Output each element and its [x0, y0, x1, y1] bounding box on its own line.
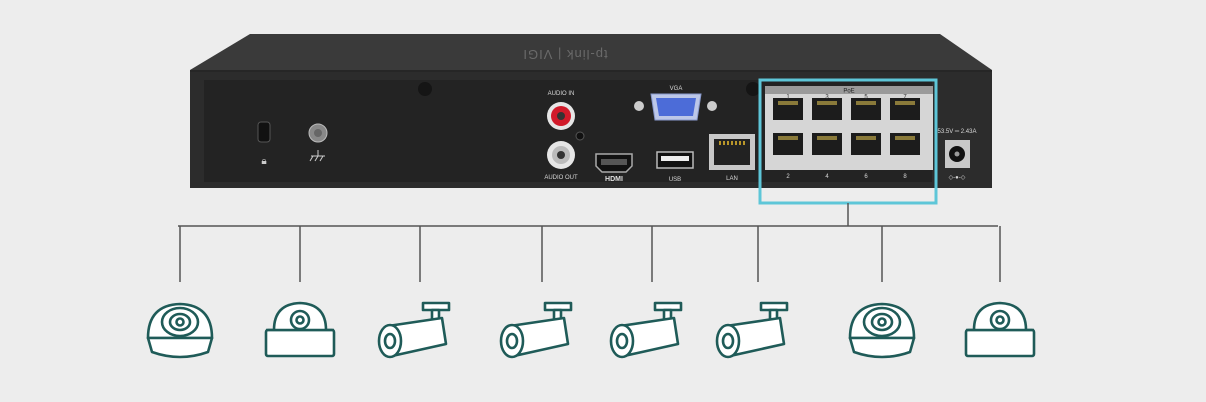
poe-port-number: 7: [903, 95, 907, 101]
bullet-camera-icon: [715, 301, 789, 359]
audio-out-label: AUDIO OUT: [544, 175, 578, 181]
turret-camera-icon: [264, 301, 336, 358]
power-rating-label: 53.5V ═ 2.43A: [938, 129, 977, 135]
poe-port-number: 8: [903, 174, 907, 180]
poe-port-5[interactable]: [851, 98, 881, 120]
poe-label: PoE: [843, 89, 854, 95]
ground-symbol-icon: [309, 150, 325, 162]
poe-port-6[interactable]: [851, 133, 881, 155]
vga-label: VGA: [670, 86, 683, 92]
screw-icon: [418, 82, 432, 96]
dome-camera-icon: [848, 302, 916, 359]
hdmi-label: HDMI: [605, 176, 623, 183]
poe-port-4[interactable]: [812, 133, 842, 155]
bullet-camera-icon: [609, 301, 683, 359]
poe-port-number: 5: [864, 95, 868, 101]
nvr-top-surface: [190, 34, 992, 70]
usb-label: USB: [669, 177, 681, 183]
poe-port-number: 4: [825, 174, 829, 180]
lan-label: LAN: [726, 176, 738, 182]
poe-port-7[interactable]: [890, 98, 920, 120]
dome-camera-icon: [146, 302, 214, 359]
connection-lines: [178, 203, 1001, 282]
poe-header-bar: [765, 86, 933, 94]
bullet-camera-icon: [377, 301, 451, 359]
polarity-icon: ◇-●-◇: [949, 175, 966, 181]
brand-text: tp-link | VIGI: [522, 47, 607, 62]
poe-port-number: 1: [786, 95, 790, 101]
kensington-lock-slot: [257, 121, 271, 143]
brand-logo: tp-link | VIGI: [522, 47, 607, 62]
audio-in-label: AUDIO IN: [548, 91, 575, 97]
poe-port-number: 2: [786, 174, 790, 180]
poe-port-3[interactable]: [812, 98, 842, 120]
poe-port-1[interactable]: [773, 98, 803, 120]
poe-port-2[interactable]: [773, 133, 803, 155]
screw-icon: [746, 82, 760, 96]
poe-port-8[interactable]: [890, 133, 920, 155]
lock-icon: 🔒︎: [261, 156, 266, 167]
poe-port-number: 6: [864, 174, 868, 180]
turret-camera-icon: [964, 301, 1036, 358]
bullet-camera-icon: [499, 301, 573, 359]
poe-port-number: 3: [825, 95, 829, 101]
